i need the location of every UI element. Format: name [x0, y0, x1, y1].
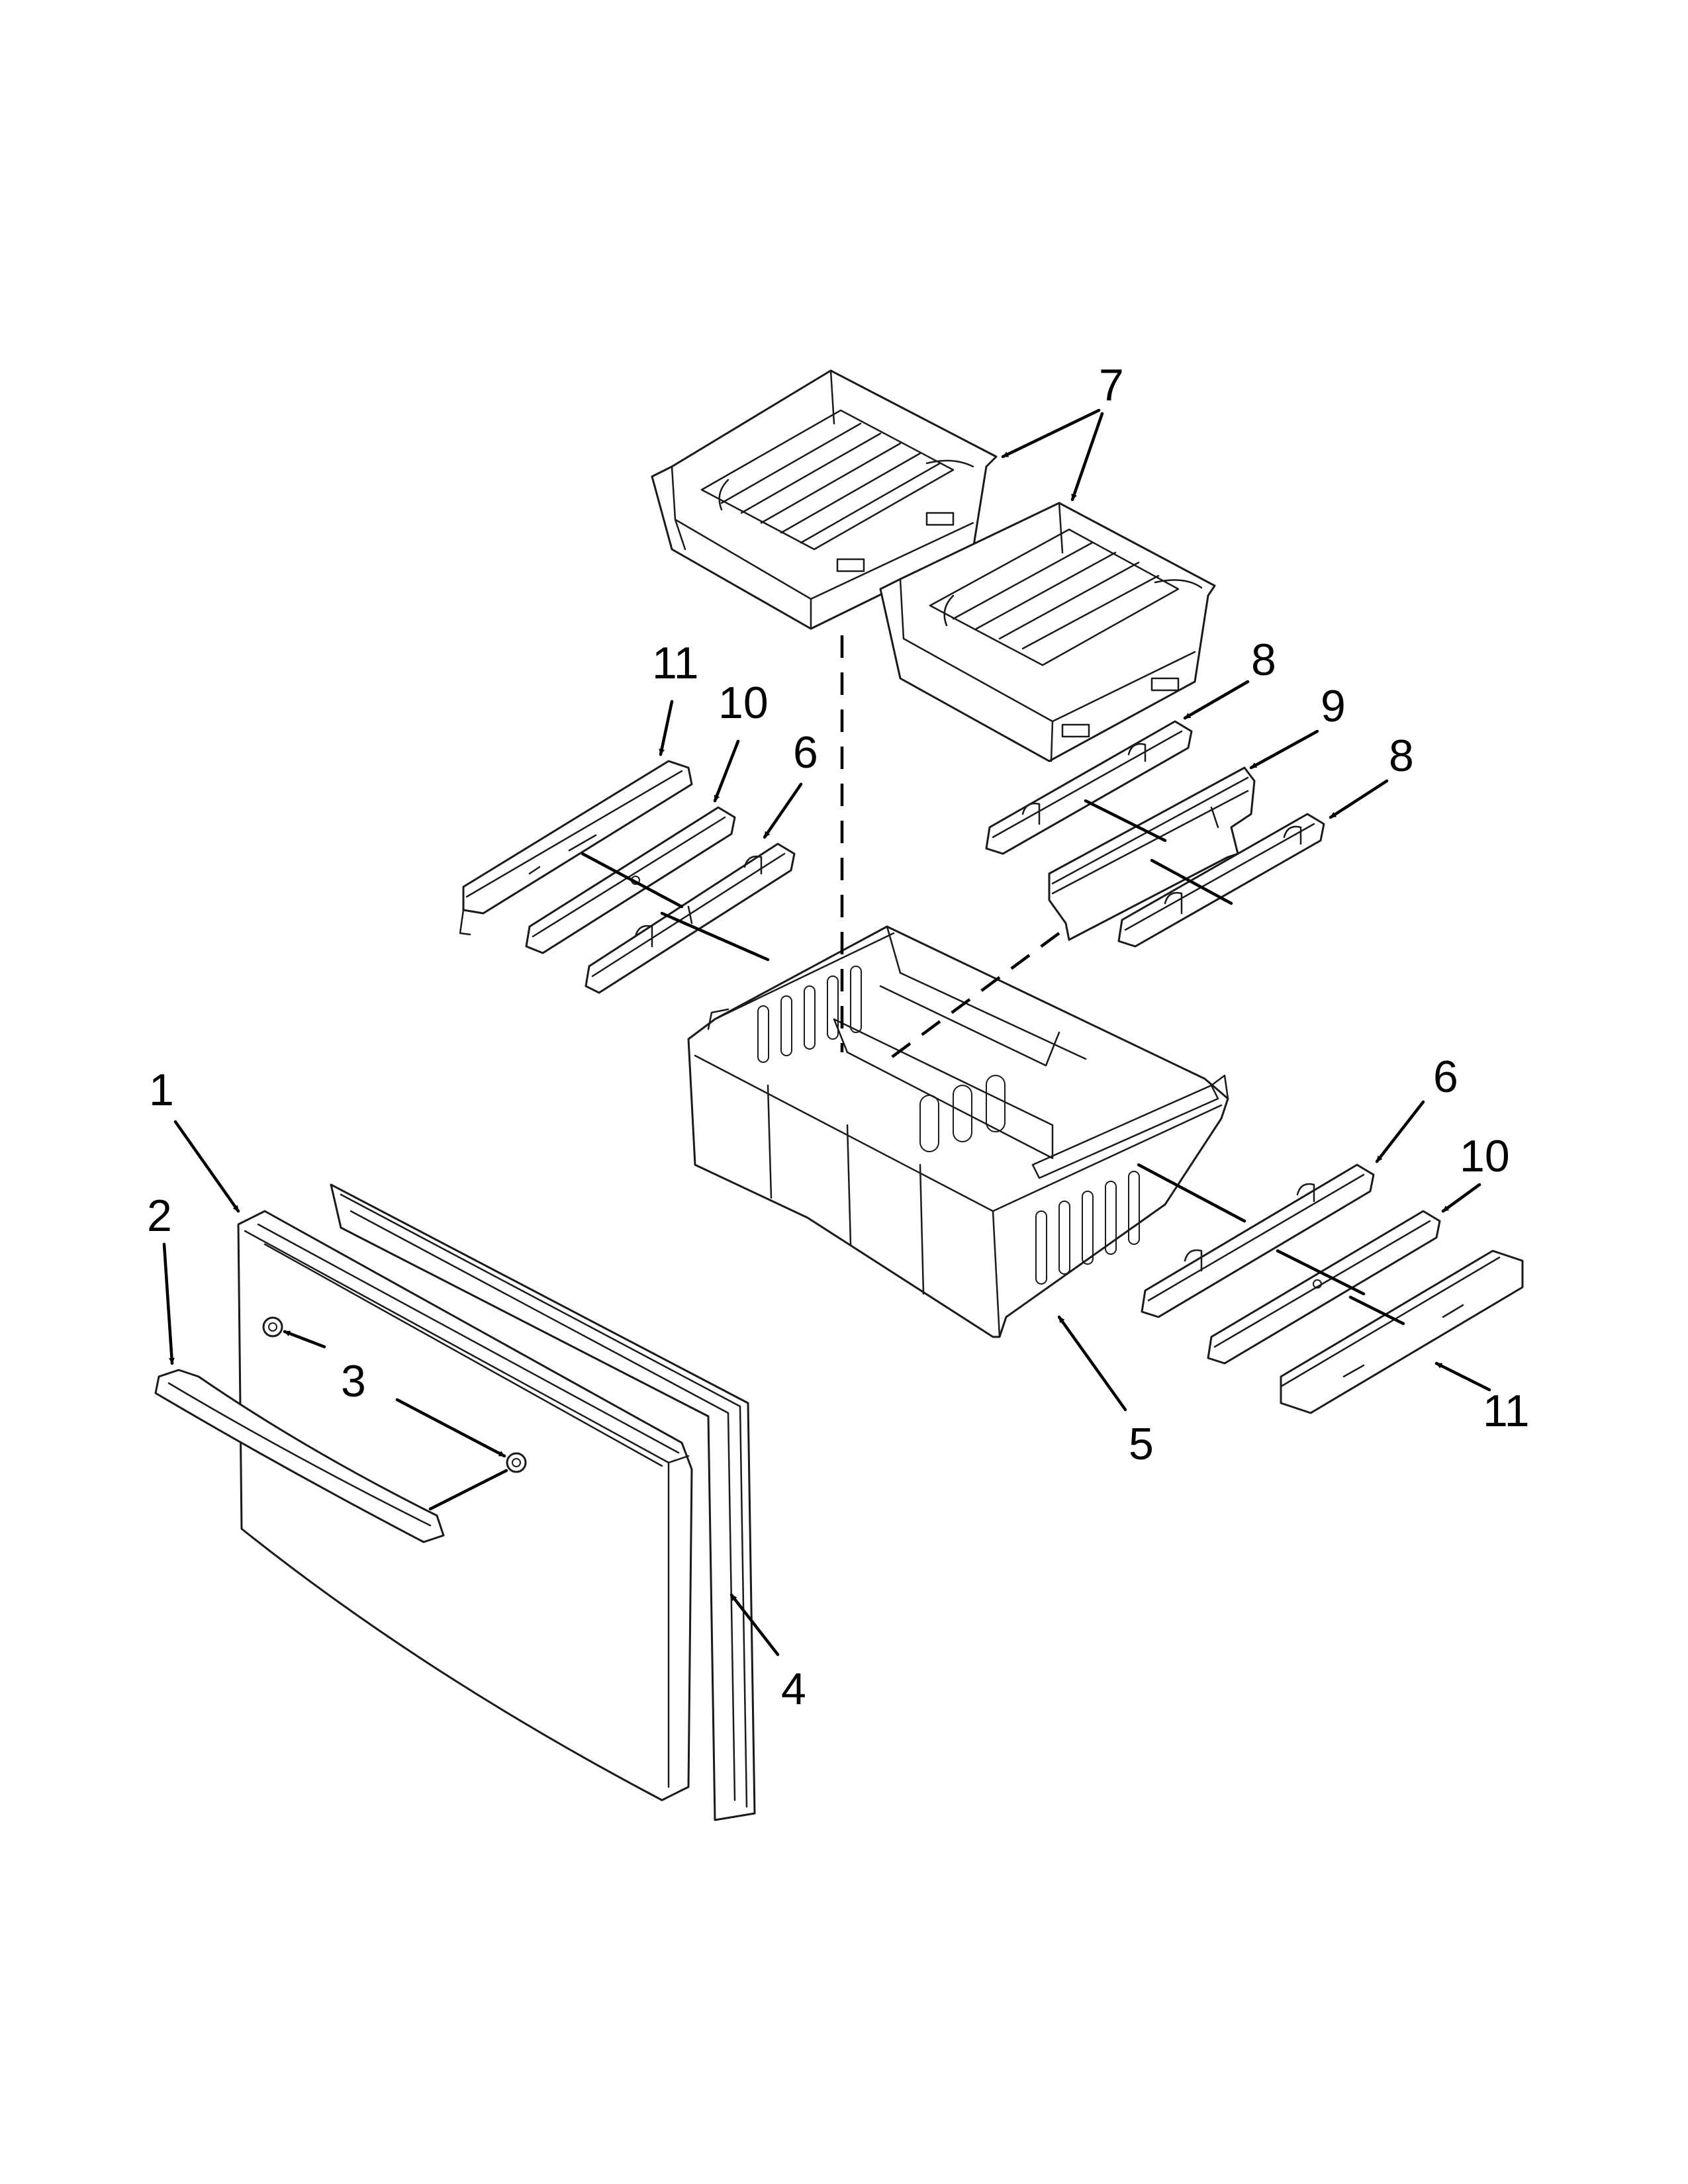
upper-basket-right [879, 502, 1216, 762]
leader-arrow-7a [1001, 408, 1101, 459]
leader-arrow-8b [1329, 779, 1389, 819]
slide-rail-outer-left [585, 842, 796, 994]
callout-8-lower: 8 [1389, 731, 1414, 781]
alignment-line-lower-rails-3 [1348, 1295, 1405, 1326]
slide-rail-cover-right [1280, 1250, 1524, 1414]
slide-rail-cover-left [459, 760, 693, 936]
leader-arrow-4 [729, 1593, 780, 1657]
callout-4: 4 [781, 1664, 806, 1714]
door-gasket [330, 1183, 756, 1821]
leader-arrow-9 [1249, 729, 1319, 770]
callout-9: 9 [1321, 681, 1346, 731]
leader-arrow-11-left [659, 700, 674, 756]
upper-basket-left [651, 369, 998, 630]
door-handle [154, 1369, 445, 1543]
callout-5: 5 [1129, 1419, 1154, 1469]
alignment-line-lower-rails-2 [1276, 1249, 1366, 1296]
callout-11-left: 11 [652, 638, 699, 688]
alignment-line-rail-to-bin [879, 932, 1060, 1067]
alignment-line-right-rails-1 [1084, 799, 1167, 842]
callout-3: 3 [341, 1356, 366, 1406]
leader-arrow-11-right [1434, 1361, 1491, 1392]
center-support-rail [1048, 766, 1256, 941]
leader-arrow-1 [173, 1120, 240, 1213]
leader-arrow-10-left [713, 739, 740, 803]
door-screw-upper [262, 1316, 283, 1338]
leader-arrow-8a [1183, 680, 1250, 720]
callout-1: 1 [149, 1065, 174, 1115]
door-screw-lower [506, 1452, 527, 1473]
callout-2: 2 [147, 1191, 172, 1241]
lower-freezer-bin [687, 925, 1229, 1338]
slide-rail-upper-right-b [1117, 813, 1325, 948]
callout-10-left: 10 [718, 678, 769, 728]
callout-6-right: 6 [1433, 1052, 1458, 1102]
slide-rail-inner-right [1207, 1210, 1441, 1365]
leader-arrow-6-left [763, 782, 803, 839]
leader-arrow-10-right [1441, 1183, 1481, 1213]
alignment-line-lower-rails-1 [1137, 1163, 1246, 1223]
leader-arrow-3-lower [395, 1398, 506, 1458]
callout-6-left: 6 [793, 727, 818, 778]
alignment-line-left-rails-2 [660, 911, 770, 962]
leader-arrow-6-right [1375, 1100, 1425, 1163]
leader-arrow-2 [162, 1242, 175, 1365]
callout-8-upper: 8 [1251, 635, 1276, 685]
leader-arrow-3-handle [428, 1469, 508, 1511]
slide-rail-outer-right [1141, 1163, 1375, 1318]
slide-rail-upper-right-a [985, 720, 1193, 855]
callout-7: 7 [1099, 360, 1124, 410]
callout-11-right: 11 [1483, 1386, 1530, 1436]
door-panel [237, 1210, 693, 1801]
callout-10-right: 10 [1460, 1131, 1510, 1181]
alignment-line-left-rails-1 [581, 852, 684, 909]
leader-arrow-7b [1070, 412, 1104, 502]
leader-arrow-5 [1057, 1315, 1127, 1412]
alignment-line-right-rails-2 [1150, 858, 1233, 905]
leader-arrow-3-upper [283, 1330, 326, 1349]
